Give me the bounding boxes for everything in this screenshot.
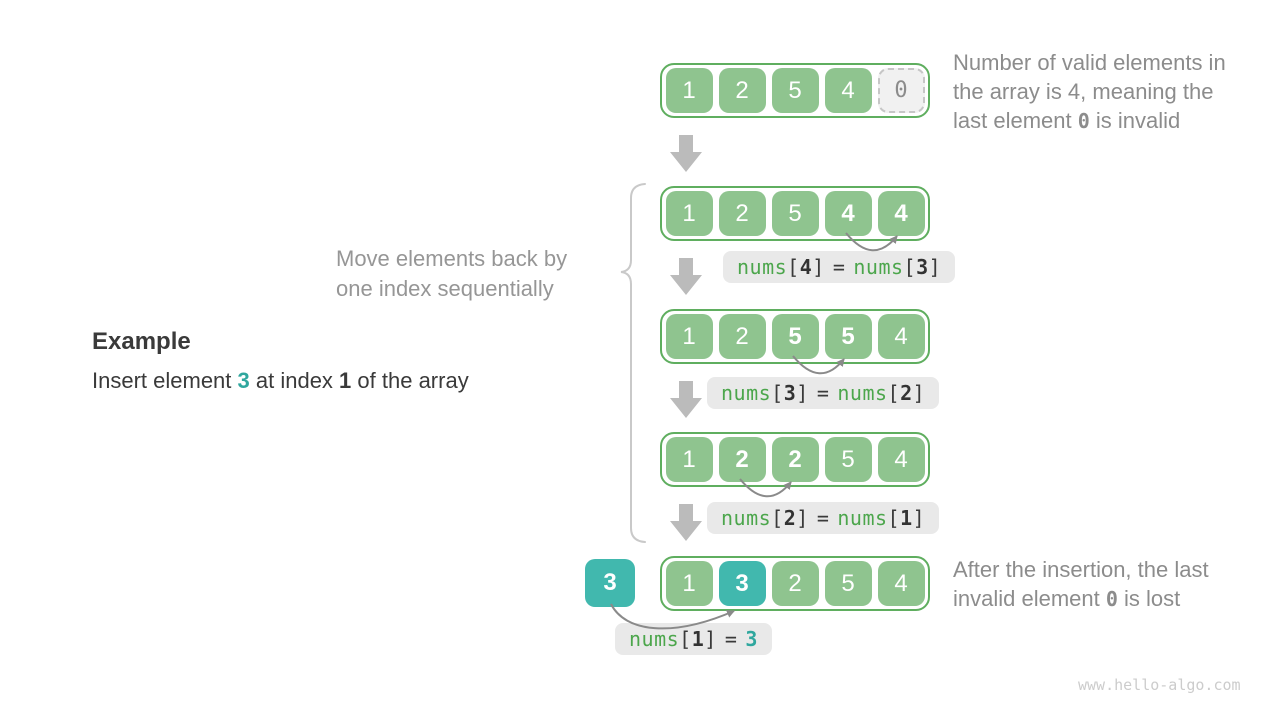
example-heading: Example <box>92 328 191 355</box>
code-fn: nums <box>837 506 888 530</box>
code-fn: nums <box>837 381 888 405</box>
array-cell-moved: 4 <box>824 191 872 236</box>
note-bottom: After the insertion, the last invalid el… <box>953 555 1209 614</box>
array-cell: 4 <box>824 68 872 113</box>
code-bracket: [ <box>679 627 692 651</box>
note-bottom-line1: After the insertion, the last <box>953 557 1209 582</box>
code-bracket: ] <box>796 506 809 530</box>
down-arrow-icon <box>670 504 702 541</box>
code-index: 2 <box>783 506 797 530</box>
code-label-3: nums[2]=nums[1] <box>707 502 940 534</box>
array-cell: 5 <box>771 191 819 236</box>
note-top-line2: the array is 4, meaning the <box>953 79 1214 104</box>
array-cell: 1 <box>665 314 713 359</box>
array-cell: 4 <box>877 437 925 482</box>
note-top: Number of valid elements in the array is… <box>953 48 1226 136</box>
brace-icon <box>620 183 646 543</box>
example-desc-value: 3 <box>237 368 250 393</box>
code-bracket: [ <box>771 381 784 405</box>
code-index: 1 <box>691 627 705 651</box>
code-bracket: ] <box>912 506 926 530</box>
code-equals: = <box>816 506 830 530</box>
array-cell: 4 <box>877 561 925 606</box>
brace-note: Move elements back by one index sequenti… <box>336 244 567 304</box>
array-cell-inserted: 3 <box>718 561 766 606</box>
array-cell: 4 <box>877 314 925 359</box>
array-cell: 1 <box>665 191 713 236</box>
brace-note-line1: Move elements back by <box>336 246 568 271</box>
code-fn: nums <box>737 255 788 279</box>
code-index: 4 <box>799 255 813 279</box>
note-top-line1: Number of valid elements in <box>953 50 1226 75</box>
code-bracket: ] <box>912 381 926 405</box>
example-desc-mid: at index <box>249 368 340 393</box>
code-label-1: nums[4]=nums[3] <box>723 251 956 283</box>
note-top-line3-post: is invalid <box>1089 108 1181 133</box>
note-top-line3-code: 0 <box>1077 109 1090 133</box>
code-index: 1 <box>900 506 913 530</box>
array-cell-moved: 4 <box>877 191 925 236</box>
array-cell: 5 <box>824 437 872 482</box>
watermark: www.hello-algo.com <box>1078 676 1241 694</box>
note-bottom-line2-post: is lost <box>1117 586 1181 611</box>
array-cell: 5 <box>824 561 872 606</box>
code-fn: nums <box>721 506 772 530</box>
code-bracket: [ <box>887 506 901 530</box>
array-cell-moved: 2 <box>718 437 766 482</box>
code-bracket: ] <box>812 255 825 279</box>
example-description: Insert element 3 at index 1 of the array <box>92 368 469 394</box>
code-fn: nums <box>721 381 772 405</box>
code-label-2: nums[3]=nums[2] <box>707 377 940 409</box>
array-cell: 2 <box>718 314 766 359</box>
array-cell-moved: 5 <box>824 314 872 359</box>
array-row-1: 1 2 5 4 0 <box>660 63 930 118</box>
note-bottom-line2-pre: invalid element <box>953 586 1106 611</box>
note-bottom-line2-code: 0 <box>1105 587 1118 611</box>
array-cell: 2 <box>718 68 766 113</box>
array-row-3: 1 2 5 5 4 <box>660 309 930 364</box>
code-bracket: [ <box>771 506 784 530</box>
array-row-4: 1 2 2 5 4 <box>660 432 930 487</box>
example-desc-index: 1 <box>339 368 352 393</box>
code-fn: nums <box>853 255 904 279</box>
note-top-line3-pre: last element <box>953 108 1078 133</box>
array-cell: 1 <box>665 68 713 113</box>
code-equals: = <box>832 255 846 279</box>
array-cell: 5 <box>771 68 819 113</box>
code-bracket: ] <box>704 627 717 651</box>
inserted-element-box: 3 <box>585 559 635 607</box>
code-index: 3 <box>916 255 929 279</box>
code-bracket: ] <box>928 255 942 279</box>
example-desc-post: of the array <box>351 368 469 393</box>
note-bottom-line2: invalid element 0 is lost <box>953 584 1209 614</box>
array-cell: 1 <box>665 437 713 482</box>
code-value: 3 <box>745 627 758 651</box>
code-bracket: [ <box>887 381 901 405</box>
array-cell-moved: 5 <box>771 314 819 359</box>
code-equals: = <box>724 627 738 651</box>
code-equals: = <box>816 381 830 405</box>
down-arrow-icon <box>670 135 702 172</box>
array-cell: 2 <box>718 191 766 236</box>
down-arrow-icon <box>670 258 702 295</box>
array-row-5: 1 3 2 5 4 <box>660 556 930 611</box>
array-row-2: 1 2 5 4 4 <box>660 186 930 241</box>
array-cell: 2 <box>771 561 819 606</box>
code-bracket: [ <box>903 255 917 279</box>
brace-note-line2: one index sequentially <box>336 276 554 301</box>
down-arrow-icon <box>670 381 702 418</box>
code-index: 2 <box>900 381 913 405</box>
note-top-line3: last element 0 is invalid <box>953 106 1226 136</box>
code-index: 3 <box>783 381 797 405</box>
array-cell-invalid: 0 <box>877 68 925 113</box>
example-desc-pre: Insert element <box>92 368 238 393</box>
array-cell-moved: 2 <box>771 437 819 482</box>
code-bracket: [ <box>787 255 800 279</box>
code-bracket: ] <box>796 381 809 405</box>
code-label-4: nums[1] = 3 <box>615 623 772 655</box>
code-fn: nums <box>629 627 680 651</box>
array-cell: 1 <box>665 561 713 606</box>
